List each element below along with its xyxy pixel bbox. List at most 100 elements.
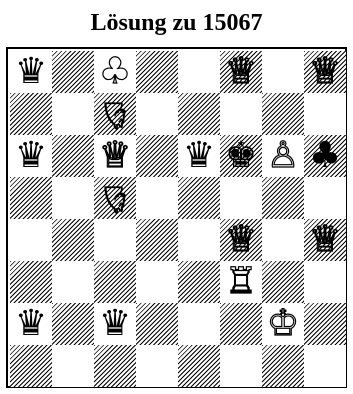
square-e6[interactable]: ♛ <box>178 135 220 177</box>
square-g5[interactable] <box>262 177 304 219</box>
square-f6[interactable]: ♚ <box>220 135 262 177</box>
square-h8[interactable]: ♕ <box>304 51 346 93</box>
white-club-piece-icon: ♣ <box>94 51 136 93</box>
square-d4[interactable] <box>136 219 178 261</box>
square-a2[interactable]: ♛ <box>10 303 52 345</box>
piece-glyph: ♛ <box>183 135 215 177</box>
piece-glyph: ♛ <box>15 303 47 345</box>
white-queen-icon: ♕ <box>220 51 262 93</box>
square-h5[interactable] <box>304 177 346 219</box>
square-d2[interactable] <box>136 303 178 345</box>
square-c1[interactable] <box>94 345 136 387</box>
square-e4[interactable] <box>178 219 220 261</box>
chess-board-frame: ♛♣♕♕♘♛♕♛♚♙♣♘♕♕♖♛♛♔ <box>6 47 347 388</box>
square-c2[interactable]: ♛ <box>94 303 136 345</box>
square-e5[interactable] <box>178 177 220 219</box>
square-b7[interactable] <box>52 93 94 135</box>
white-queen-icon: ♕ <box>304 51 346 93</box>
square-g7[interactable] <box>262 93 304 135</box>
piece-glyph: ♙ <box>267 135 299 177</box>
square-e7[interactable] <box>178 93 220 135</box>
piece-glyph: ♛ <box>15 135 47 177</box>
square-b1[interactable] <box>52 345 94 387</box>
piece-glyph: ♛ <box>99 303 131 345</box>
black-queen-icon: ♛ <box>10 135 52 177</box>
white-king-icon: ♔ <box>262 303 304 345</box>
square-d1[interactable] <box>136 345 178 387</box>
square-e3[interactable] <box>178 261 220 303</box>
piece-glyph: ♕ <box>225 51 257 93</box>
piece-glyph: ♛ <box>15 51 47 93</box>
square-d7[interactable] <box>136 93 178 135</box>
black-club-piece-icon: ♣ <box>304 135 346 177</box>
square-e1[interactable] <box>178 345 220 387</box>
square-g4[interactable] <box>262 219 304 261</box>
white-rotated-knight-icon: ♘ <box>94 177 136 219</box>
black-queen-icon: ♛ <box>178 135 220 177</box>
piece-glyph: ♕ <box>225 219 257 261</box>
white-pawn-icon: ♙ <box>262 135 304 177</box>
square-f3[interactable]: ♖ <box>220 261 262 303</box>
square-c7[interactable]: ♘ <box>94 93 136 135</box>
square-a4[interactable] <box>10 219 52 261</box>
white-queen-icon: ♕ <box>94 135 136 177</box>
square-h3[interactable] <box>304 261 346 303</box>
square-b6[interactable] <box>52 135 94 177</box>
square-b8[interactable] <box>52 51 94 93</box>
square-c3[interactable] <box>94 261 136 303</box>
white-queen-icon: ♕ <box>220 219 262 261</box>
square-b4[interactable] <box>52 219 94 261</box>
piece-glyph: ♣ <box>99 51 131 93</box>
piece-glyph: ♣ <box>309 135 341 177</box>
square-f4[interactable]: ♕ <box>220 219 262 261</box>
piece-glyph: ♕ <box>99 135 131 177</box>
chess-board: ♛♣♕♕♘♛♕♛♚♙♣♘♕♕♖♛♛♔ <box>10 51 346 387</box>
square-d5[interactable] <box>136 177 178 219</box>
square-d6[interactable] <box>136 135 178 177</box>
square-a8[interactable]: ♛ <box>10 51 52 93</box>
square-h1[interactable] <box>304 345 346 387</box>
square-a5[interactable] <box>10 177 52 219</box>
square-b5[interactable] <box>52 177 94 219</box>
square-h6[interactable]: ♣ <box>304 135 346 177</box>
square-f8[interactable]: ♕ <box>220 51 262 93</box>
piece-glyph: ♕ <box>309 51 341 93</box>
square-e2[interactable] <box>178 303 220 345</box>
square-h7[interactable] <box>304 93 346 135</box>
square-c8[interactable]: ♣ <box>94 51 136 93</box>
square-g3[interactable] <box>262 261 304 303</box>
square-h2[interactable] <box>304 303 346 345</box>
black-queen-icon: ♛ <box>10 51 52 93</box>
white-queen-icon: ♕ <box>304 219 346 261</box>
square-c6[interactable]: ♕ <box>94 135 136 177</box>
square-f1[interactable] <box>220 345 262 387</box>
square-c4[interactable] <box>94 219 136 261</box>
piece-glyph: ♕ <box>309 219 341 261</box>
white-rotated-knight-icon: ♘ <box>94 93 136 135</box>
black-king-icon: ♚ <box>220 135 262 177</box>
square-a7[interactable] <box>10 93 52 135</box>
square-f7[interactable] <box>220 93 262 135</box>
square-e8[interactable] <box>178 51 220 93</box>
white-rook-icon: ♖ <box>220 261 262 303</box>
square-a6[interactable]: ♛ <box>10 135 52 177</box>
square-d3[interactable] <box>136 261 178 303</box>
square-g8[interactable] <box>262 51 304 93</box>
square-h4[interactable]: ♕ <box>304 219 346 261</box>
piece-glyph: ♚ <box>225 135 257 177</box>
piece-glyph: ♘ <box>99 93 131 135</box>
square-d8[interactable] <box>136 51 178 93</box>
square-f2[interactable] <box>220 303 262 345</box>
square-b3[interactable] <box>52 261 94 303</box>
square-g2[interactable]: ♔ <box>262 303 304 345</box>
page-title: Lösung zu 15067 <box>0 8 353 38</box>
square-g6[interactable]: ♙ <box>262 135 304 177</box>
square-b2[interactable] <box>52 303 94 345</box>
square-c5[interactable]: ♘ <box>94 177 136 219</box>
square-a1[interactable] <box>10 345 52 387</box>
black-queen-icon: ♛ <box>10 303 52 345</box>
square-f5[interactable] <box>220 177 262 219</box>
square-g1[interactable] <box>262 345 304 387</box>
square-a3[interactable] <box>10 261 52 303</box>
piece-glyph: ♔ <box>267 303 299 345</box>
